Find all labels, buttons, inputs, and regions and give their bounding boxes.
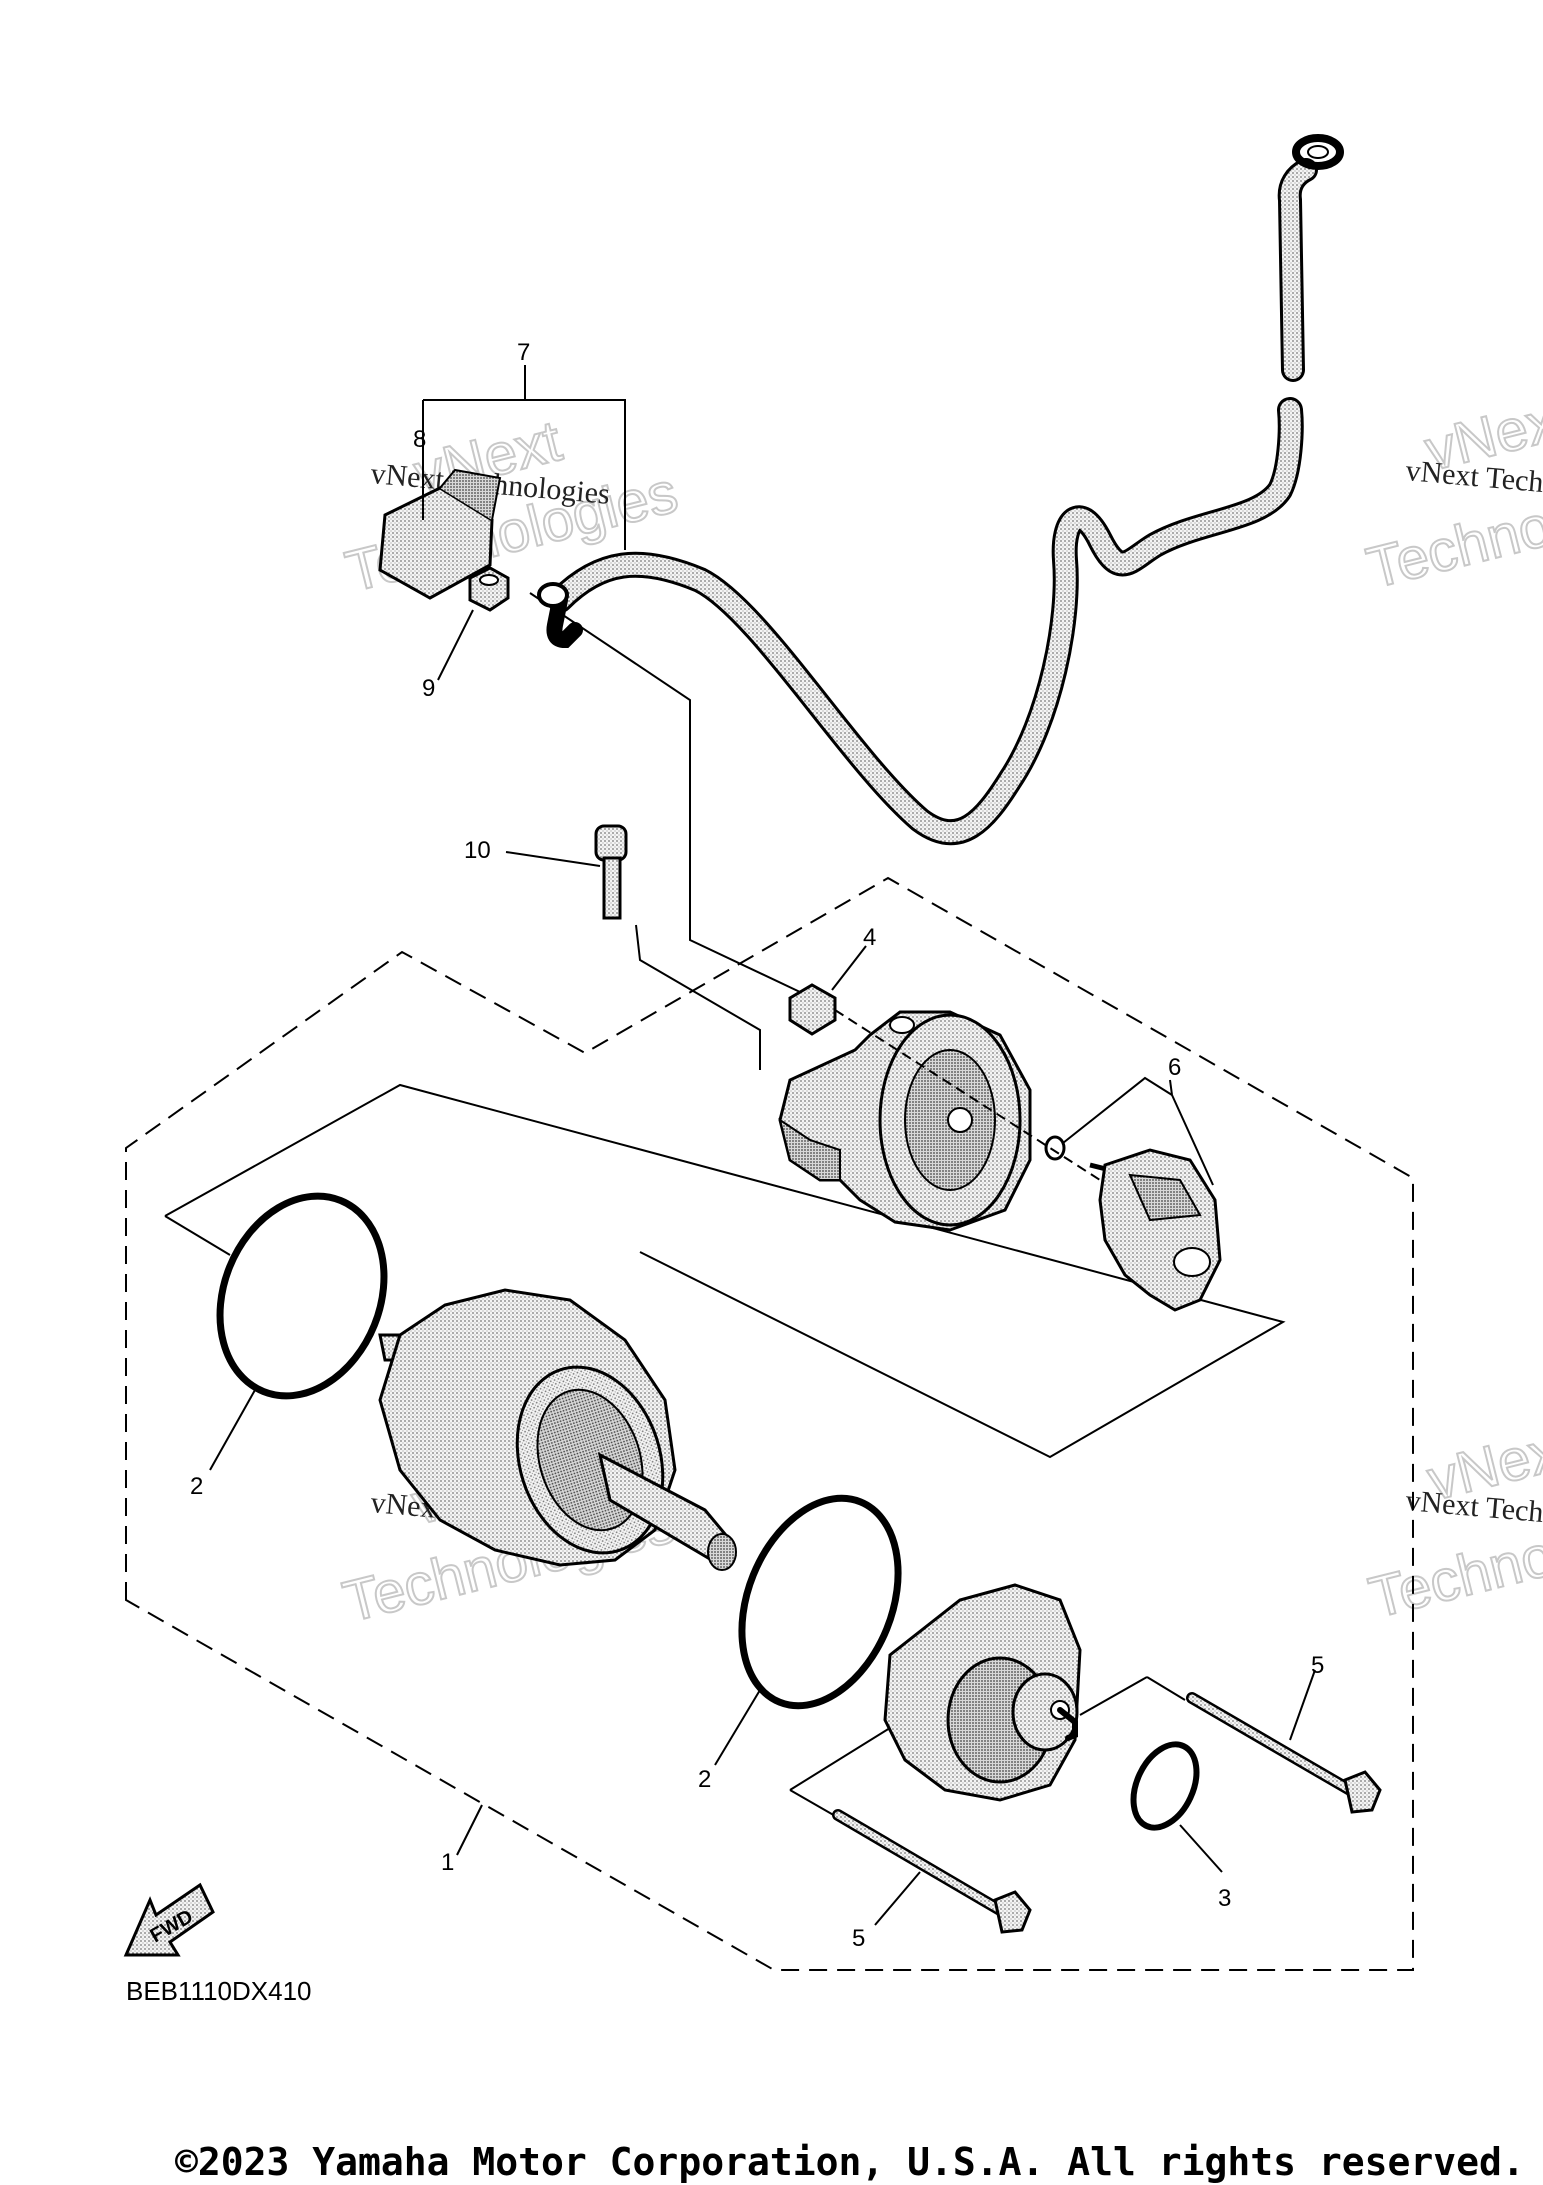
starter-cable: [537, 134, 1344, 846]
nut-9: [468, 566, 510, 612]
cable-end-terminal: [537, 582, 569, 608]
fwd-arrow: FWD: [123, 1882, 215, 1957]
callout-4: 4: [863, 924, 876, 951]
yoke-armature: [378, 1288, 737, 1571]
leader-lines: [209, 609, 1316, 1926]
callout-2-upper: 2: [190, 1473, 203, 1500]
bracket-7: [422, 365, 626, 550]
leader-cable-to-nut: [529, 592, 801, 993]
front-housing: [778, 1010, 1032, 1232]
washer-3: [1130, 1741, 1200, 1831]
leader-nut-to-brush: [834, 1009, 1101, 1181]
o-ring-2-upper: [216, 1192, 388, 1400]
callout-5-lower: 5: [852, 1925, 865, 1952]
nut-4: [788, 983, 837, 1036]
leader-bolt-to-housing: [635, 924, 761, 1070]
bolt-10: [594, 824, 628, 920]
long-bolt-5-lower: [832, 1809, 1032, 1934]
callout-5-upper: 5: [1311, 1652, 1324, 1679]
small-o-ring: [1044, 1135, 1066, 1161]
callout-6: 6: [1168, 1054, 1181, 1081]
callout-7: 7: [517, 339, 530, 366]
long-bolt-5-upper: [1186, 1692, 1382, 1814]
callout-9: 9: [422, 675, 435, 702]
rear-end-cover: [883, 1583, 1082, 1802]
assembly-outline-dashed: [125, 876, 1414, 1971]
terminal-cap: [378, 468, 502, 600]
callout-10: 10: [464, 837, 491, 864]
callout-2-lower: 2: [698, 1766, 711, 1793]
callout-8: 8: [413, 426, 426, 453]
copyright-notice: ©2023 Yamaha Motor Corporation, U.S.A. A…: [175, 2140, 1525, 2184]
callout-1: 1: [441, 1849, 454, 1876]
end-cover-group-outline: [789, 1676, 1186, 1837]
callout-3: 3: [1218, 1885, 1231, 1912]
brush-holder: [1089, 1148, 1222, 1312]
bracket-6: [1062, 1076, 1214, 1186]
o-ring-2-lower: [738, 1494, 902, 1710]
ring-terminal: [1292, 134, 1344, 170]
diagram-code: BEB1110DX410: [126, 1976, 312, 2006]
armature-group-outline: [164, 1083, 1286, 1459]
